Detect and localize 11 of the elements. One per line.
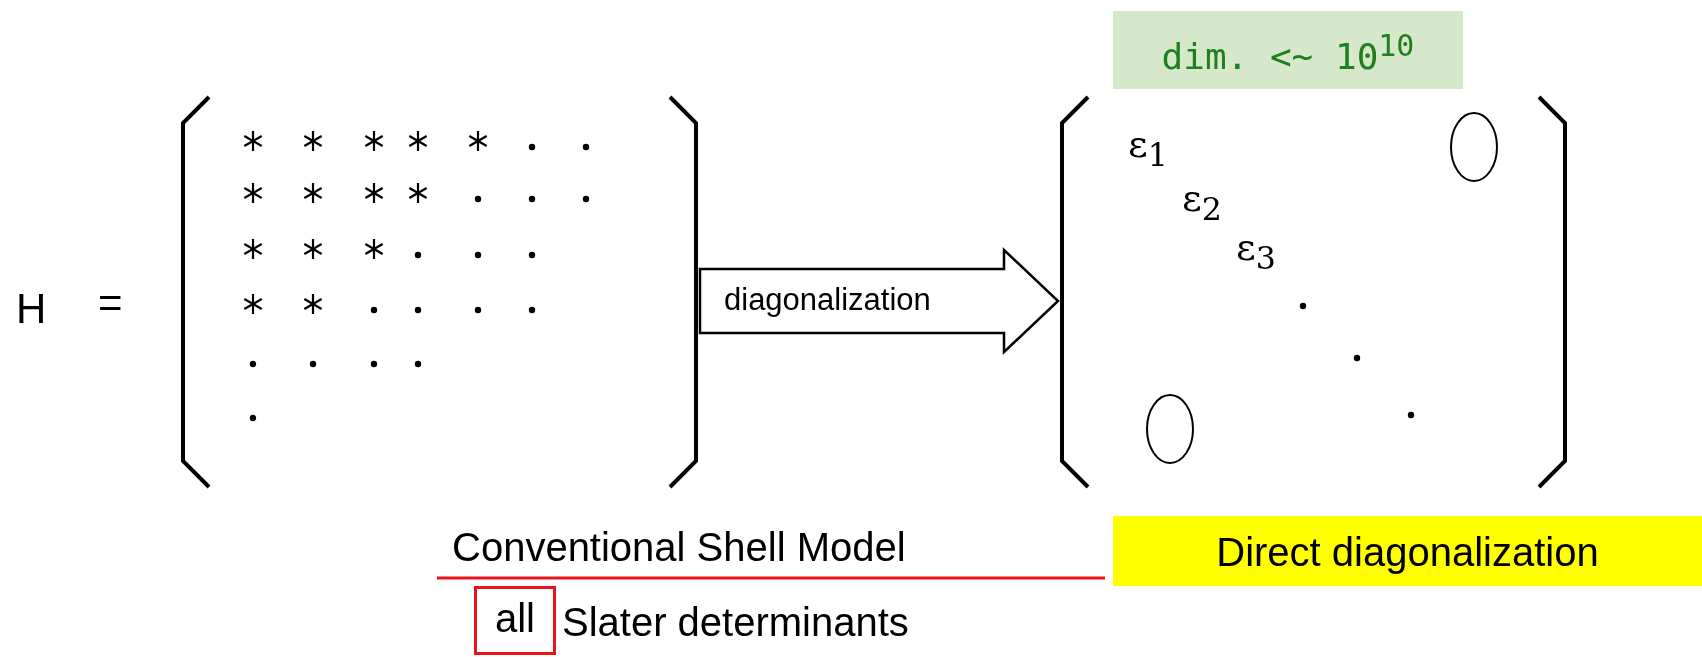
- eigenvalue-label: ε$_{2}$: [1182, 179, 1222, 226]
- equals-sign: =: [98, 282, 123, 324]
- eigenvalue-label: ε$_{1}$: [1128, 125, 1168, 172]
- highlight-frame: all: [474, 586, 556, 655]
- eigenvalue-label: ε$_{3}$: [1236, 228, 1276, 275]
- caption-text: Conventional Shell Model: [452, 527, 906, 567]
- highlight-label: Direct diagonalization: [1215, 532, 1600, 572]
- caption-text: Slater determinants: [562, 602, 909, 642]
- matrix-symbol: H: [16, 288, 47, 330]
- dimension-note: dim. <~ 10$^{10}$: [1160, 31, 1416, 75]
- edge-label: diagonalization: [724, 284, 931, 315]
